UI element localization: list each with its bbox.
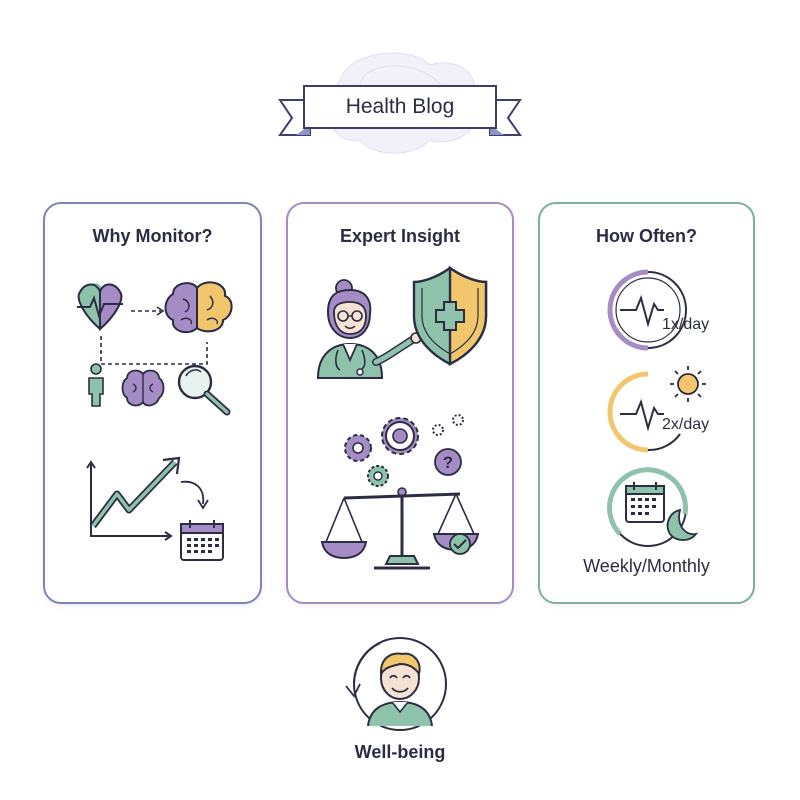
wellbeing-label: Well-being	[354, 742, 446, 762]
banner-ribbon-graphic	[278, 52, 522, 154]
why-monitor-illustration	[77, 281, 233, 561]
expert-insight-illustration: ?	[316, 265, 488, 570]
card-expert-insight: Expert Insight	[286, 202, 514, 604]
magnifier-icon	[177, 364, 231, 416]
question-icon: ?	[434, 448, 462, 476]
svg-text:?: ?	[443, 453, 453, 472]
frequency-label-twice-daily: 2x/day	[662, 416, 710, 433]
trend-chart-icon	[86, 456, 181, 541]
sun-icon	[670, 366, 706, 402]
small-brain-icon	[121, 369, 165, 407]
card-title: Why Monitor?	[92, 226, 213, 246]
card-title: How Often?	[596, 226, 697, 246]
how-often-illustration	[607, 269, 706, 547]
header-banner: Health Blog	[270, 40, 530, 160]
frequency-label-daily: 1x/day	[662, 316, 710, 333]
heart-icon	[77, 283, 123, 332]
calendar-icon	[180, 520, 224, 561]
smiling-person-icon	[345, 637, 447, 731]
calendar-moon-icon	[607, 467, 699, 547]
person-icon	[88, 363, 104, 407]
card-why-monitor: Why Monitor?	[43, 202, 262, 604]
doctor-icon	[316, 279, 422, 379]
daily-pulse-icon	[607, 269, 687, 351]
wellbeing-avatar	[340, 634, 460, 734]
curved-arrow-icon	[180, 480, 205, 505]
page-title: Health Blog	[345, 95, 455, 118]
brain-icon	[164, 281, 233, 334]
balance-scale-icon	[320, 487, 480, 570]
shield-icon	[412, 265, 488, 366]
gears-icon	[344, 414, 464, 487]
frequency-label-weekly-monthly: Weekly/Monthly	[583, 556, 710, 576]
card-how-often: How Often?	[538, 202, 755, 604]
card-title: Expert Insight	[339, 226, 460, 246]
twice-daily-pulse-icon	[607, 371, 681, 453]
